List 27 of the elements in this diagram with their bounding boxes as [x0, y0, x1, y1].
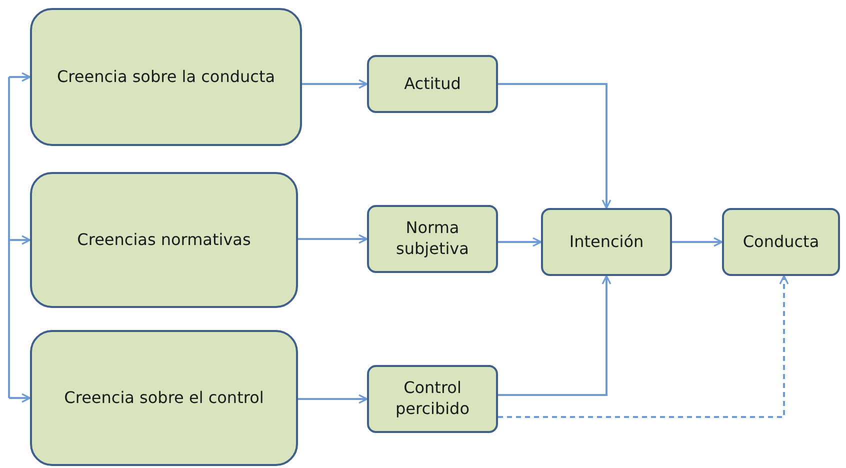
box-label: Creencia sobre el control	[63, 388, 265, 408]
box-label: Intención	[568, 232, 645, 252]
arrow	[672, 237, 723, 247]
arrow	[9, 72, 31, 82]
box-label: Creencias normativas	[76, 230, 252, 250]
arrow	[302, 79, 368, 89]
arrow	[9, 235, 31, 245]
box-label: Conducta	[742, 232, 820, 252]
process-box	[30, 8, 302, 146]
box-label: Control percibido	[394, 378, 470, 420]
arrow	[298, 394, 368, 404]
box-label: Actitud	[403, 74, 462, 94]
box-label: Creencia sobre la conducta	[56, 66, 276, 88]
box-label: Norma subjetiva	[395, 218, 470, 260]
process-box	[367, 205, 498, 273]
arrow	[298, 234, 368, 244]
arrow	[498, 237, 542, 247]
process-box	[722, 208, 840, 276]
process-box	[367, 55, 498, 113]
process-box	[367, 365, 498, 433]
arrow	[9, 393, 31, 403]
process-box	[541, 208, 672, 276]
process-box	[30, 172, 298, 308]
process-box	[30, 330, 298, 466]
arrow	[498, 275, 789, 418]
arrow	[498, 83, 612, 209]
arrow	[498, 275, 612, 396]
